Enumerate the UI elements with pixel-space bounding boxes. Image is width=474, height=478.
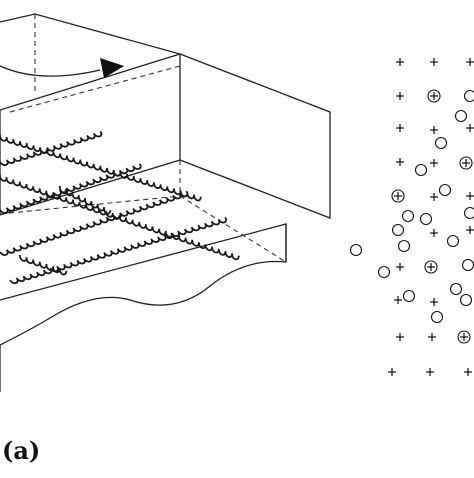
coil-strand	[0, 131, 101, 165]
plus-symbol	[396, 92, 404, 100]
circle-symbol	[461, 295, 472, 306]
coil-grid	[0, 131, 239, 283]
upper-slab	[0, 14, 330, 218]
plus-symbol	[396, 333, 404, 341]
plus-symbol	[430, 58, 438, 66]
circle-symbol	[448, 236, 459, 247]
circle-symbol	[465, 208, 474, 219]
coil-strand	[0, 164, 141, 213]
plus-symbol	[466, 124, 474, 132]
plus-symbol	[466, 192, 474, 200]
coil-strand	[0, 191, 187, 255]
rotation-arc	[0, 66, 100, 76]
plus-symbol	[466, 226, 474, 234]
plus-symbol	[394, 296, 402, 304]
circle-symbol	[440, 185, 451, 196]
circled-plus-symbol	[428, 90, 440, 102]
circle-symbol	[379, 267, 390, 278]
circle-symbol	[416, 165, 427, 176]
circle-symbol	[432, 312, 443, 323]
circle-symbol	[436, 138, 447, 149]
circle-symbol	[465, 91, 474, 102]
circle-symbol	[399, 241, 410, 252]
circle-symbol	[351, 245, 362, 256]
coil-strand	[20, 255, 66, 274]
circle-symbol	[393, 225, 404, 236]
circled-plus-symbol	[425, 261, 437, 273]
circle-symbol	[451, 284, 462, 295]
circled-plus-symbol	[460, 157, 472, 169]
plus-symbol	[430, 193, 438, 201]
rotation-arrow	[0, 58, 124, 78]
circle-symbol	[421, 214, 432, 225]
plus-symbol	[428, 333, 436, 341]
plus-symbol	[396, 124, 404, 132]
circled-plus-symbol	[458, 331, 470, 343]
plus-symbol	[396, 158, 404, 166]
charge-symbol-field	[351, 58, 474, 376]
circle-symbol	[404, 291, 415, 302]
plus-symbol	[426, 368, 434, 376]
plus-symbol	[466, 58, 474, 66]
plus-symbol	[388, 368, 396, 376]
circle-symbol	[456, 111, 467, 122]
plus-symbol	[430, 159, 438, 167]
upper-slab-right-face	[180, 54, 330, 218]
plus-symbol	[430, 126, 438, 134]
panel-label: (a)	[2, 436, 40, 465]
upper-slab-front-face	[0, 54, 180, 215]
circle-symbol	[403, 211, 414, 222]
upper-slab-top-edges	[0, 14, 180, 110]
coil-strand	[10, 217, 226, 283]
plus-symbol	[430, 229, 438, 237]
plus-symbol	[396, 263, 404, 271]
plus-symbol	[430, 298, 438, 306]
circled-plus-symbol	[392, 190, 404, 202]
plus-symbol	[396, 58, 404, 66]
plus-symbol	[464, 368, 472, 376]
circle-symbol	[463, 260, 474, 271]
